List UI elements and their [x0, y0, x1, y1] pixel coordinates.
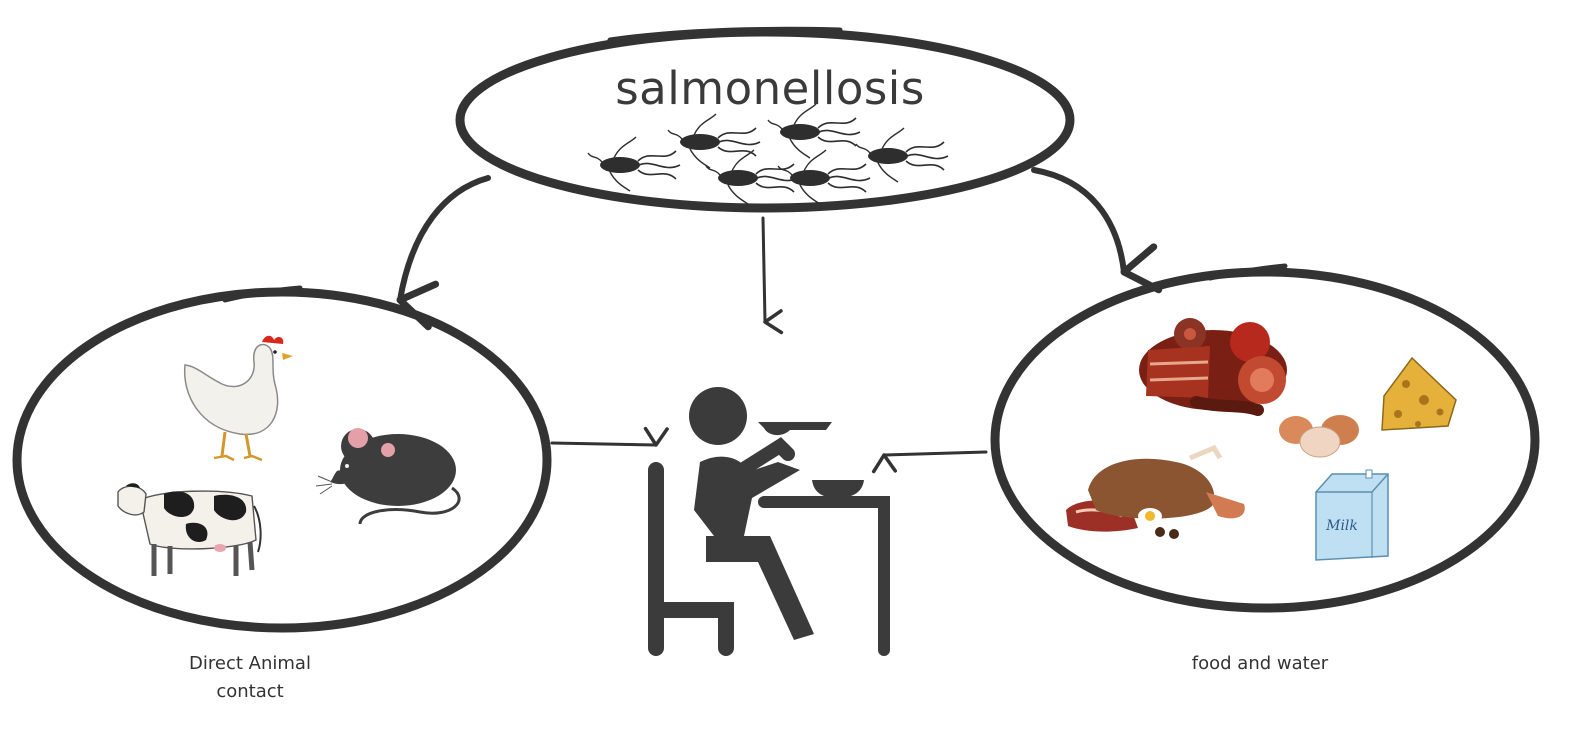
animal-contact-node — [12, 285, 552, 633]
roast-chicken-icon — [1066, 444, 1245, 539]
arrow-to-food — [1031, 167, 1163, 294]
mouse-icon — [315, 428, 461, 525]
animal-contact-caption-line2: contact — [216, 681, 284, 702]
eggs-icon — [1279, 415, 1359, 458]
arrow-animals-to-person — [550, 426, 669, 447]
meat-icon — [1139, 318, 1287, 416]
food-water-node: Milk — [990, 263, 1540, 613]
animal-contact-caption: Direct Animal contact — [150, 650, 350, 706]
bacteria-icon — [705, 149, 799, 205]
cheese-icon — [1381, 356, 1457, 431]
arrow-food-to-person — [871, 450, 988, 474]
bacteria-icon — [777, 149, 871, 205]
bacteria-icon — [587, 136, 681, 192]
bacteria-icon — [855, 127, 949, 183]
chicken-icon — [183, 335, 293, 462]
person-eating-icon — [648, 387, 890, 656]
arrow-to-person — [761, 216, 784, 335]
arrow-to-animals — [396, 175, 491, 331]
bacteria-cluster — [587, 103, 949, 205]
bacteria-icon — [667, 113, 761, 169]
diagram-title: salmonellosis — [615, 62, 925, 115]
milk-carton-label: Milk — [1325, 518, 1358, 534]
cow-icon — [117, 483, 262, 576]
salmonellosis-node — [455, 26, 1075, 213]
animal-contact-caption-line1: Direct Animal — [189, 653, 311, 674]
food-water-caption: food and water — [1191, 653, 1329, 674]
milk-carton-icon: Milk — [1315, 469, 1389, 561]
